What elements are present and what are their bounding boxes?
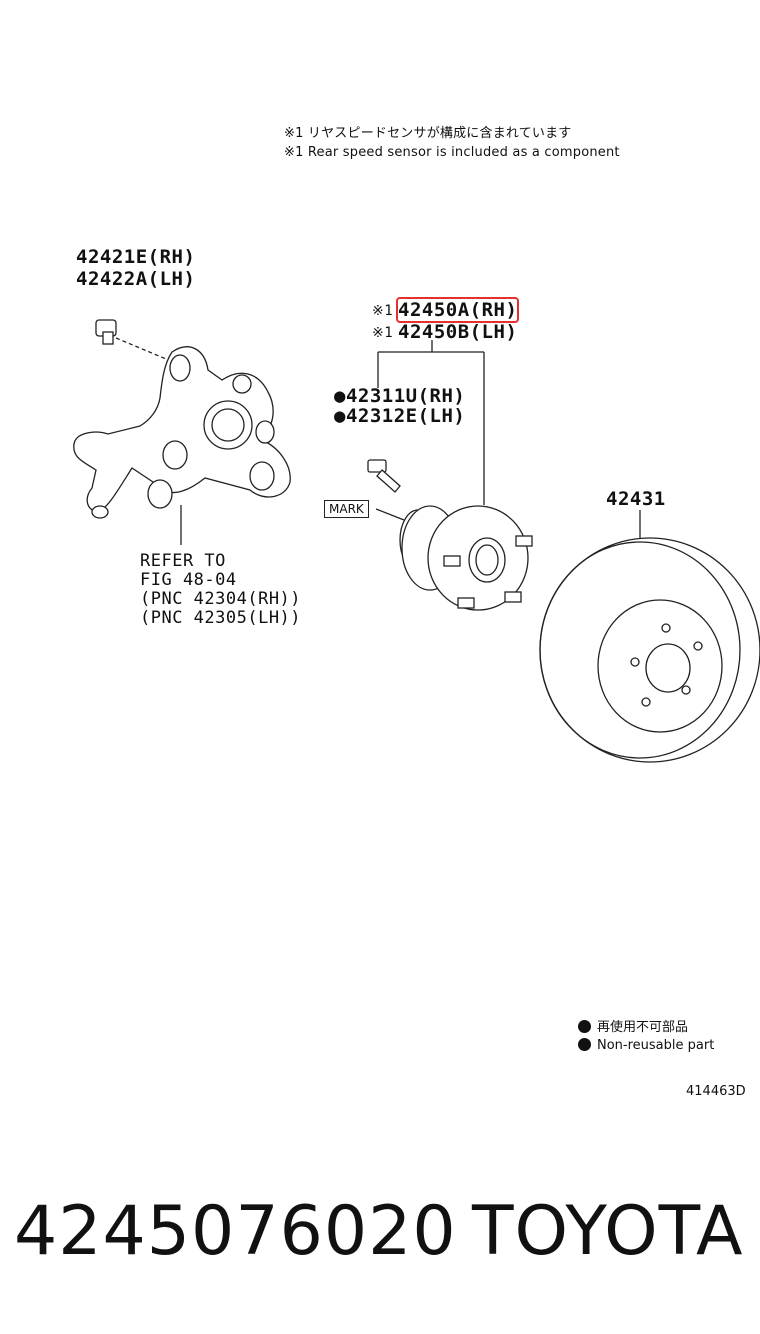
refer-line-4: (PNC 42305(LH)) xyxy=(140,608,302,628)
non-reusable-dot-icon xyxy=(578,1038,591,1051)
refer-line-2[interactable]: FIG 48-04 xyxy=(140,570,237,590)
legend-en: Non-reusable part xyxy=(578,1038,714,1053)
note-jp: ※1 リヤスピードセンサが構成に含まれています xyxy=(284,126,572,141)
hub-bolt-drawing xyxy=(367,459,401,493)
footer-brand: TOYOTA xyxy=(472,1192,744,1271)
part-hub-lh[interactable]: 42450B(LH) xyxy=(398,321,518,343)
hub-assembly-drawing xyxy=(375,505,533,611)
part-knuckle-rh[interactable]: 42421E(RH) xyxy=(76,246,196,268)
hub-bracket xyxy=(377,340,485,505)
part-bolt-lh[interactable]: ●42312E(LH) xyxy=(334,405,466,427)
legend-en-text: Non-reusable part xyxy=(597,1038,715,1053)
legend-jp: 再使用不可部品 xyxy=(578,1016,688,1035)
footer-part-number: 4245076020 xyxy=(14,1192,457,1271)
part-hub-rh[interactable]: 42450A(RH) xyxy=(395,297,520,323)
hub-prefix-lh: ※1 xyxy=(372,325,394,341)
brake-disc-drawing xyxy=(539,510,760,763)
refer-line-3: (PNC 42304(RH)) xyxy=(140,589,302,609)
refer-line-1: REFER TO xyxy=(140,551,226,571)
mark-label: MARK xyxy=(324,500,369,518)
legend-jp-text: 再使用不可部品 xyxy=(597,1020,689,1035)
note-en: ※1 Rear speed sensor is included as a co… xyxy=(284,145,620,160)
knuckle-drawing xyxy=(73,346,291,545)
hub-prefix-rh: ※1 xyxy=(372,303,394,319)
knuckle-bolt-drawing xyxy=(95,319,179,365)
part-bolt-rh[interactable]: ●42311U(RH) xyxy=(334,385,466,407)
part-knuckle-lh[interactable]: 42422A(LH) xyxy=(76,268,196,290)
part-disc[interactable]: 42431 xyxy=(606,488,666,510)
figure-code: 414463D xyxy=(686,1084,746,1099)
non-reusable-dot-icon xyxy=(578,1020,591,1033)
